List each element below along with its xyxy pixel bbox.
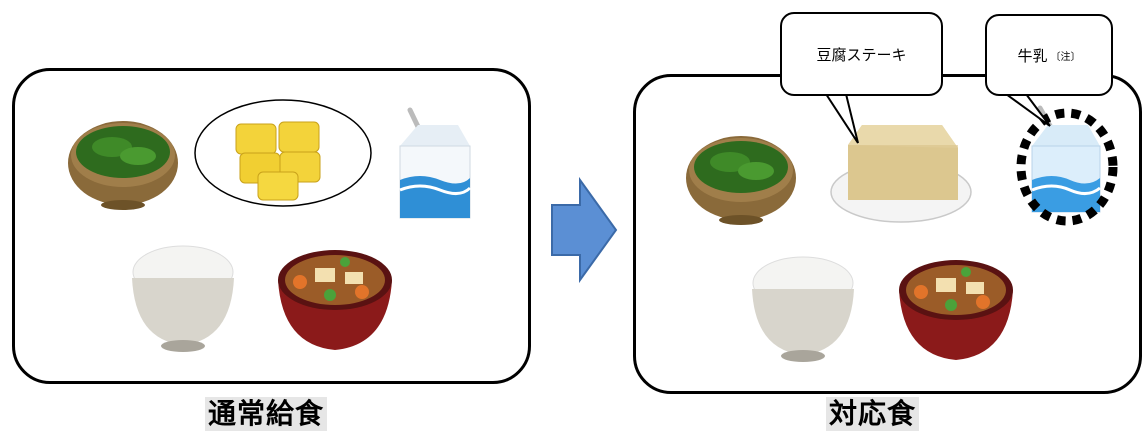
spinach-bowl-icon (68, 121, 178, 210)
miso-soup-icon (278, 250, 392, 350)
tofu-steak-callout: 豆腐ステーキ (780, 12, 943, 96)
alternative-meal-label: 対応食 (826, 397, 919, 431)
arrow-icon (552, 180, 616, 280)
callout-text: 豆腐ステーキ (816, 44, 906, 65)
callout-tail (826, 94, 858, 143)
milk-callout: 牛乳〔注〕 (985, 14, 1113, 96)
tofu-steak-icon (831, 125, 971, 222)
callout-text: 牛乳 (1017, 45, 1047, 66)
rice-bowl-icon (132, 246, 234, 352)
tamagoyaki-plate-icon (195, 100, 371, 206)
note-marker: 〔注〕 (1051, 48, 1081, 63)
milk-carton-icon (400, 110, 470, 218)
miso-soup-icon (899, 260, 1013, 360)
rice-bowl-icon (752, 257, 854, 362)
spinach-bowl-icon (686, 136, 796, 225)
normal-meal-label: 通常給食 (205, 397, 327, 431)
